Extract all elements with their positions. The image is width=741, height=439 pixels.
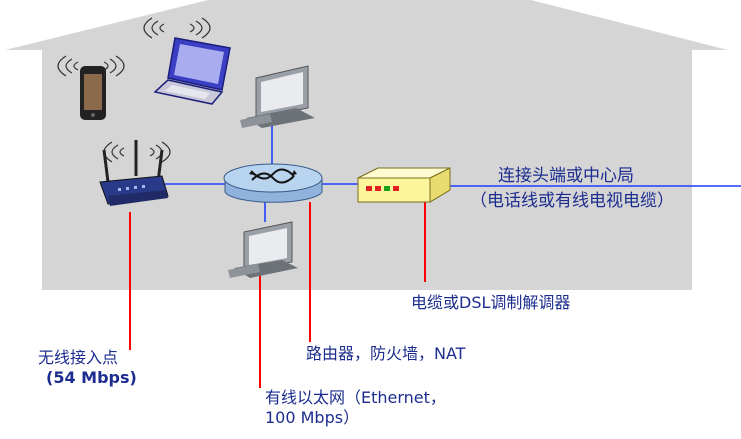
wireless-ap-speed: (54 Mbps) [46,368,137,387]
wireless-router-icon [99,140,169,206]
modem-icon [357,167,451,203]
router-icon [223,163,323,203]
desktop-computer-icon [240,65,315,128]
house-shape [5,0,728,290]
headend-label: 连接头端或中心局 [498,166,634,186]
laptop-icon [153,37,231,105]
headend-sublabel: （电话线或有线电视电缆） [470,191,674,211]
desktop-computer-icon [228,221,298,278]
ethernet-speed: 100 Mbps） [265,408,360,427]
modem-label: 电缆或DSL调制解调器 [411,293,571,312]
network-cables [165,120,741,222]
ethernet-label: 有线以太网（Ethernet， [265,388,446,407]
wifi-signal-icon [57,55,125,77]
wifi-signal-icon [143,17,211,39]
wifi-signal-icon [103,141,171,163]
router-label: 路由器，防火墙，NAT [306,344,466,363]
smartphone-icon [80,66,106,120]
wireless-ap-label: 无线接入点 [38,348,119,367]
